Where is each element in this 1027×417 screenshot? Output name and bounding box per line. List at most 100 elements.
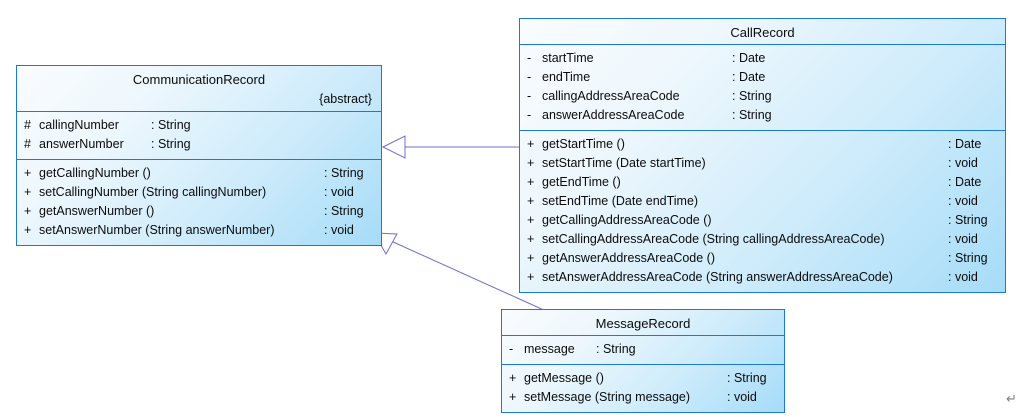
operation-row: + getCallingNumber () : String: [17, 164, 381, 183]
attributes-compartment-communication-record: # callingNumber : String # answerNumber …: [17, 110, 381, 159]
operation-signature: getMessage (): [524, 371, 604, 385]
attribute-row: - answerAddressAreaCode : String: [520, 106, 1005, 125]
class-header-communication-record: CommunicationRecord {abstract}: [17, 66, 381, 111]
operation-return-type: : void: [948, 194, 978, 208]
visibility-marker: +: [527, 156, 535, 170]
operation-row: + getCallingAddressAreaCode () : String: [520, 211, 1005, 230]
operation-return-type: : void: [727, 390, 757, 404]
operation-row: + setCallingAddressAreaCode (String call…: [520, 230, 1005, 249]
attribute-type: : Date: [732, 51, 766, 65]
operation-return-type: : Date: [948, 137, 982, 151]
visibility-marker: +: [24, 222, 32, 237]
operation-row: + setCallingNumber (String callingNumber…: [17, 183, 381, 202]
class-box-call-record[interactable]: CallRecord - startTime : Date - endTime …: [519, 18, 1006, 293]
operation-row: + getEndTime () : Date: [520, 173, 1005, 192]
visibility-marker: +: [24, 184, 32, 199]
attribute-name: answerAddressAreaCode: [542, 108, 685, 122]
operation-row: + setStartTime (Date startTime) : void: [520, 154, 1005, 173]
attribute-type: : String: [732, 89, 772, 103]
attribute-type: : String: [732, 108, 772, 122]
operation-row: + getMessage () : String: [502, 369, 784, 388]
operation-signature: setStartTime (Date startTime): [542, 156, 706, 170]
visibility-marker: -: [527, 70, 532, 84]
operation-signature: setMessage (String message): [524, 390, 691, 404]
visibility-marker: +: [509, 371, 517, 385]
visibility-marker: #: [24, 117, 31, 132]
class-box-communication-record[interactable]: CommunicationRecord {abstract} # calling…: [16, 65, 382, 246]
attribute-name: message: [524, 342, 575, 356]
visibility-marker: #: [24, 136, 31, 151]
attribute-row: - message : String: [502, 340, 784, 359]
operation-signature: getAnswerNumber (): [39, 203, 155, 218]
attribute-row: # answerNumber : String: [17, 135, 381, 154]
visibility-marker: +: [24, 165, 32, 180]
operation-signature: getCallingAddressAreaCode (): [542, 213, 712, 227]
class-name-communication-record: CommunicationRecord: [132, 72, 266, 87]
operation-row: + getAnswerAddressAreaCode () : String: [520, 249, 1005, 268]
class-header-message-record: MessageRecord: [502, 310, 784, 335]
class-stereotype-abstract: {abstract}: [319, 92, 372, 106]
operation-signature: getStartTime (): [542, 137, 625, 151]
generalization-triangle: [381, 135, 406, 159]
class-header-call-record: CallRecord: [520, 19, 1005, 44]
attribute-name: endTime: [542, 70, 591, 84]
operation-return-type: : String: [948, 213, 988, 227]
attribute-row: - endTime : Date: [520, 68, 1005, 87]
generalization-callrecord-to-communicationrecord: [381, 135, 519, 159]
operation-return-type: : String: [727, 371, 767, 385]
attribute-row: - callingAddressAreaCode : String: [520, 87, 1005, 106]
operation-row: + setEndTime (Date endTime) : void: [520, 192, 1005, 211]
operation-signature: setCallingAddressAreaCode (String callin…: [542, 232, 885, 246]
operation-return-type: : String: [948, 251, 988, 265]
attribute-type: : Date: [732, 70, 766, 84]
operation-return-type: : void: [948, 270, 978, 284]
operation-return-type: : void: [948, 156, 978, 170]
operations-compartment-message-record: + getMessage () : String + setMessage (S…: [502, 364, 784, 412]
operation-signature: setAnswerAddressAreaCode (String answerA…: [542, 270, 893, 284]
operation-signature: setEndTime (Date endTime): [542, 194, 699, 208]
visibility-marker: +: [509, 390, 517, 404]
operation-signature: getCallingNumber (): [39, 165, 151, 180]
operation-row: + setAnswerAddressAreaCode (String answe…: [520, 268, 1005, 287]
class-box-message-record[interactable]: MessageRecord - message : String + getMe…: [501, 309, 785, 413]
visibility-marker: +: [527, 251, 535, 265]
operations-compartment-call-record: + getStartTime () : Date + setStartTime …: [520, 130, 1005, 292]
operation-return-type: : Date: [948, 175, 982, 189]
operations-compartment-communication-record: + getCallingNumber () : String + setCall…: [17, 158, 381, 245]
visibility-marker: -: [527, 51, 532, 65]
attribute-name: startTime: [542, 51, 594, 65]
operation-row: + setMessage (String message) : void: [502, 388, 784, 407]
class-name-message-record: MessageRecord: [595, 316, 691, 331]
attributes-compartment-message-record: - message : String: [502, 335, 784, 364]
operation-signature: setAnswerNumber (String answerNumber): [39, 222, 275, 237]
visibility-marker: +: [527, 137, 535, 151]
operation-row: + setAnswerNumber (String answerNumber) …: [17, 221, 381, 240]
visibility-marker: +: [527, 194, 535, 208]
attribute-type: : String: [596, 342, 636, 356]
visibility-marker: +: [527, 232, 535, 246]
operation-row: + getStartTime () : Date: [520, 135, 1005, 154]
attributes-compartment-call-record: - startTime : Date - endTime : Date - ca…: [520, 44, 1005, 130]
generalization-line: [390, 240, 547, 312]
operation-row: + getAnswerNumber () : String: [17, 202, 381, 221]
visibility-marker: +: [527, 175, 535, 189]
visibility-marker: -: [527, 108, 532, 122]
attribute-row: # callingNumber : String: [17, 116, 381, 135]
operation-return-type: : void: [324, 222, 354, 237]
operation-signature: setCallingNumber (String callingNumber): [39, 184, 267, 199]
attribute-row: - startTime : Date: [520, 49, 1005, 68]
operation-return-type: : String: [324, 203, 364, 218]
attribute-name: callingNumber: [39, 117, 119, 132]
visibility-marker: -: [509, 342, 514, 356]
visibility-marker: +: [527, 213, 535, 227]
attribute-type: : String: [151, 117, 191, 132]
operation-return-type: : void: [948, 232, 978, 246]
attribute-name: callingAddressAreaCode: [542, 89, 680, 103]
operation-signature: getEndTime (): [542, 175, 621, 189]
operation-return-type: : void: [324, 184, 354, 199]
operation-return-type: : String: [324, 165, 364, 180]
visibility-marker: +: [24, 203, 32, 218]
class-name-call-record: CallRecord: [730, 25, 795, 40]
visibility-marker: -: [527, 89, 532, 103]
